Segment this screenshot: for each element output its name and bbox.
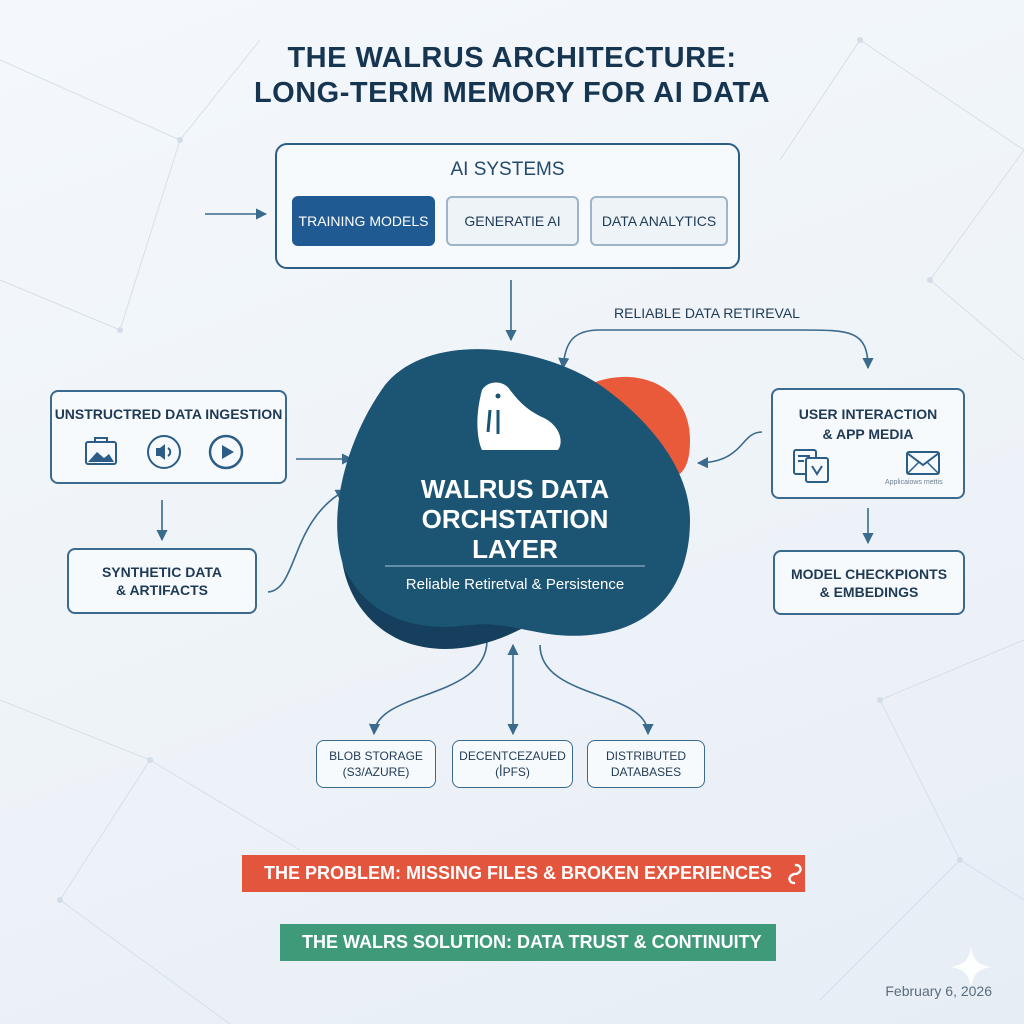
mail-icon: [906, 451, 940, 475]
training-models-button[interactable]: TRAINING MODELS: [292, 196, 435, 246]
image-icon: [85, 437, 117, 465]
hub-subtitle: Reliable Retiretval & Persistence: [405, 576, 625, 593]
page-title-line2: LONG-TERM MEMORY FOR AI DATA: [253, 77, 771, 109]
user-interaction-box: USER INTERACTION & APP MEDIA: [771, 388, 965, 499]
decentralized-line1: DECENTCEZAUED: [459, 749, 566, 763]
generative-ai-button[interactable]: GENERATIE AI: [446, 196, 579, 246]
ingestion-label: UNSTRUCTRED DATA INGESTION: [54, 406, 283, 422]
checkpoints-line1: MODEL CHECKPIONTS: [790, 565, 948, 582]
distributed-line1: DISTRIBUTED: [605, 749, 686, 763]
audio-icon: [147, 435, 181, 469]
broken-link-icon: [788, 863, 802, 884]
hub-title-line2: ORCHSTATION: [421, 504, 609, 534]
distributed-line2: DATABASES: [610, 765, 682, 779]
date-label: February 6, 2026: [885, 983, 992, 999]
ai-systems-title: AI SYSTEMS: [450, 159, 565, 180]
decentralized-storage-box: DECENTCEZAUED (ꟾPFS): [452, 740, 573, 788]
ai-systems-panel: AI SYSTEMS TRAINING MODELS GENERATIE AI …: [275, 143, 740, 269]
solution-text: THE WALRS SOLUTION: DATA TRUST & CONTINU…: [302, 932, 762, 952]
play-icon: [208, 434, 244, 470]
hub-title: WALRUS DATA ORCHSTATION LAYER: [380, 474, 650, 564]
decentralized-line2: (ꟾPFS): [495, 765, 530, 779]
synthetic-line2: & ARTIFACTS: [115, 582, 209, 598]
hub-title-line1: WALRUS DATA: [420, 474, 610, 504]
user-line2: & APP MEDIA: [822, 426, 914, 442]
checkpoints-line2: & EMBEDINGS: [819, 583, 919, 600]
problem-text: THE PROBLEM: MISSING FILES & BROKEN EXPE…: [264, 863, 773, 883]
problem-banner: THE PROBLEM: MISSING FILES & BROKEN EXPE…: [242, 855, 805, 892]
data-analytics-button[interactable]: DATA ANALYTICS: [590, 196, 728, 246]
blob-line1: BLOB STORAGE: [329, 749, 423, 763]
user-media-caption: Applicaiows mettis: [885, 479, 943, 486]
blob-line2: (S3/AZURE): [342, 765, 410, 779]
synthetic-line1: SYNTHETIC DATA: [101, 564, 223, 580]
synthetic-data-box: SYNTHETIC DATA & ARTIFACTS: [67, 548, 257, 614]
sparkle-icon: [950, 946, 992, 988]
blob-storage-box: BLOB STORAGE (S3/AZURE): [316, 740, 436, 788]
solution-banner: THE WALRS SOLUTION: DATA TRUST & CONTINU…: [280, 924, 776, 961]
hub-title-line3: LAYER: [472, 534, 558, 564]
checkpoints-box: MODEL CHECKPIONTS & EMBEDINGS: [773, 550, 965, 615]
retrieval-label: RELIABLE DATA RETIREVAL: [614, 305, 800, 321]
page-title-line1: THE WALRUS ARCHITECTURE:: [287, 42, 737, 74]
user-line1: USER INTERACTION: [798, 406, 938, 422]
distributed-databases-box: DISTRIBUTED DATABASES: [587, 740, 705, 788]
document-icon: [793, 449, 829, 483]
